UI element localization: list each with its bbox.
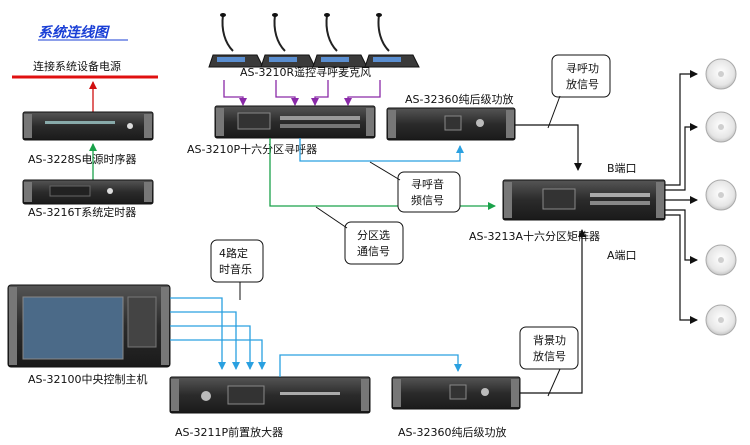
timer-device — [22, 179, 154, 205]
host-to-preamp-lines — [170, 297, 266, 370]
mic-to-pager-lines — [223, 80, 381, 106]
svg-text:通信号: 通信号 — [357, 245, 390, 258]
amp-top-label: AS-32360纯后级功放 — [405, 92, 513, 106]
bottom-amp-to-matrix-line — [520, 229, 586, 394]
callout-timed-music: 4路定 时音乐 — [210, 239, 264, 300]
callout-zone-select: 分区选 通信号 — [315, 206, 404, 265]
svg-text:分区选: 分区选 — [357, 229, 390, 242]
matrix-label: AS-3213A十六分区矩阵器 — [469, 229, 600, 243]
port-a-label: A端口 — [607, 249, 637, 262]
ceiling-speakers — [705, 58, 737, 336]
pager-device — [214, 105, 376, 139]
diagram-title: 系统连线图 — [38, 24, 110, 41]
host-label: AS-32100中央控制主机 — [28, 372, 147, 386]
amp-bottom-label: AS-32360纯后级功放 — [398, 425, 506, 439]
callout-paging-amp: 寻呼功 放信号 — [547, 54, 611, 129]
bottom-amplifier-device — [391, 376, 521, 410]
pager-to-top-amp-line — [299, 138, 464, 162]
top-amp-to-matrix-line — [515, 124, 582, 171]
svg-text:频信号: 频信号 — [411, 193, 444, 207]
sequencer-label: AS-3228S电源时序器 — [28, 152, 136, 166]
svg-text:背景功: 背景功 — [533, 333, 566, 347]
preamp-to-bottom-amp-line — [279, 354, 462, 377]
svg-text:时音乐: 时音乐 — [219, 262, 252, 276]
svg-text:4路定: 4路定 — [219, 246, 248, 260]
timer-label: AS-3216T系统定时器 — [28, 205, 136, 219]
port-b-label: B端口 — [607, 162, 637, 175]
callout-background-amp: 背景功 放信号 — [519, 326, 579, 397]
preamp-label: AS-3211P前置放大器 — [175, 425, 283, 439]
host-device — [7, 284, 171, 368]
matrix-device — [502, 179, 666, 221]
svg-text:寻呼功: 寻呼功 — [566, 62, 599, 75]
svg-text:放信号: 放信号 — [533, 349, 566, 363]
pager-label: AS-3210P十六分区寻呼器 — [187, 142, 317, 156]
svg-text:放信号: 放信号 — [566, 77, 599, 91]
mic-label: AS-3210R遥控寻呼麦克风 — [240, 65, 371, 79]
power-label: 连接系统设备电源 — [33, 59, 121, 73]
matrix-to-speakers-lines — [665, 70, 698, 324]
paging-microphones — [208, 13, 420, 68]
top-amplifier-device — [386, 107, 516, 141]
preamp-device — [169, 376, 371, 414]
sequencer-device — [22, 111, 154, 141]
svg-text:寻呼音: 寻呼音 — [411, 177, 444, 191]
callout-paging-audio: 寻呼音 频信号 — [369, 161, 461, 213]
